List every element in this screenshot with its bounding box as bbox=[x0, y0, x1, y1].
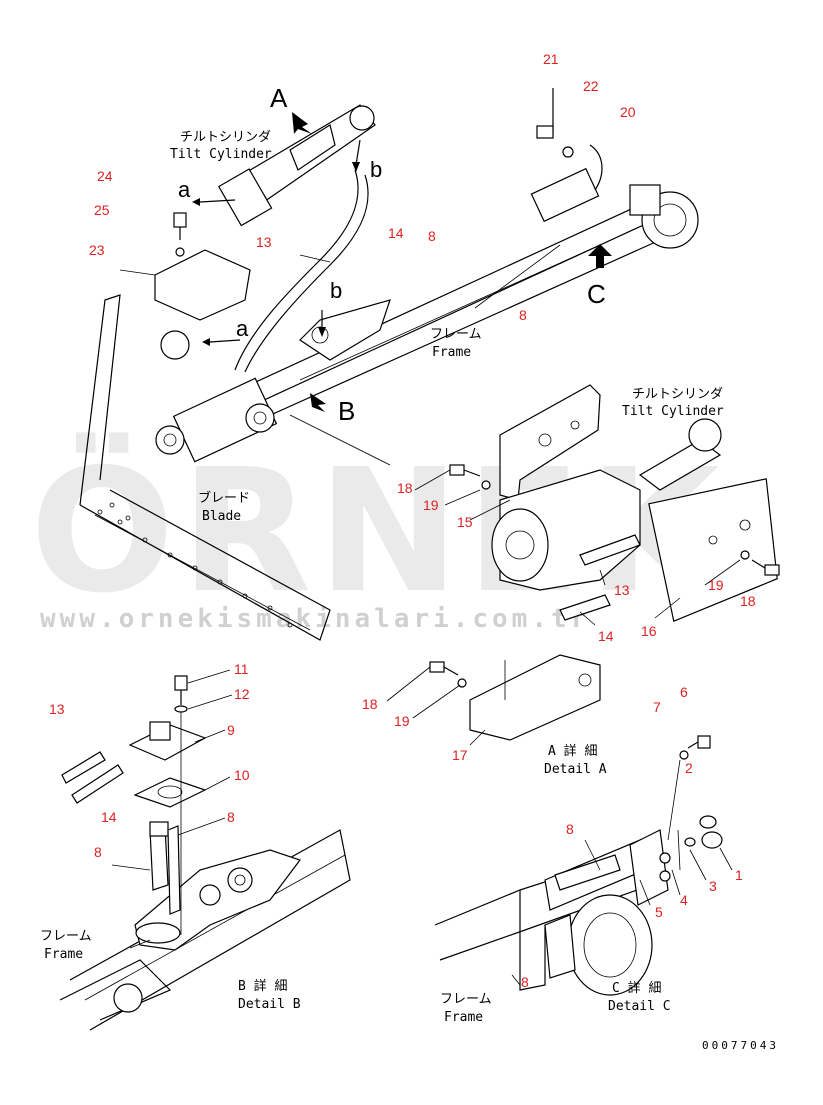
label-tilt-cylinder-en-1: Tilt Cylinder bbox=[170, 147, 272, 162]
part-number-8: 8 bbox=[94, 844, 102, 860]
arrow-b-icon bbox=[310, 393, 326, 412]
part-number-8: 8 bbox=[227, 809, 235, 825]
label-frame-jp-1: フレーム bbox=[430, 327, 482, 342]
part-number-16: 16 bbox=[641, 623, 657, 639]
part-number-19: 19 bbox=[423, 497, 439, 513]
part-number-6: 6 bbox=[680, 684, 688, 700]
part-number-8: 8 bbox=[519, 307, 527, 323]
part-number-8: 8 bbox=[428, 228, 436, 244]
part-number-15: 15 bbox=[457, 514, 473, 530]
label-detail-a-jp: A 詳 細 bbox=[548, 743, 597, 759]
label-tilt-cylinder-en-2: Tilt Cylinder bbox=[622, 404, 724, 419]
part-number-23: 23 bbox=[89, 242, 105, 258]
part-number-18: 18 bbox=[397, 480, 413, 496]
label-blade-jp: ブレード bbox=[198, 490, 250, 506]
part-number-13: 13 bbox=[256, 234, 272, 250]
label-blade-en: Blade bbox=[202, 509, 241, 524]
arrow-letter-b-2: b bbox=[330, 278, 342, 303]
arrow-letter-a-2: a bbox=[236, 316, 249, 341]
detail-c bbox=[434, 735, 733, 996]
part-number-7: 7 bbox=[653, 699, 661, 715]
part-number-13: 13 bbox=[614, 582, 630, 598]
arrow-a-icon bbox=[292, 112, 312, 134]
label-frame-en-3: Frame bbox=[444, 1010, 483, 1025]
part-number-8: 8 bbox=[566, 821, 574, 837]
part-number-14: 14 bbox=[598, 628, 614, 644]
label-detail-c-en: Detail C bbox=[608, 999, 671, 1014]
label-detail-b-en: Detail B bbox=[238, 997, 301, 1012]
drawing-code: 00077043 bbox=[702, 1039, 779, 1052]
label-detail-c-jp: C 詳 細 bbox=[612, 980, 661, 996]
view-letter-b: B bbox=[338, 396, 355, 426]
arrow-c-icon bbox=[588, 244, 612, 268]
part-number-14: 14 bbox=[388, 225, 404, 241]
part-number-20: 20 bbox=[620, 104, 636, 120]
arrow-letter-b-1: b bbox=[370, 157, 382, 182]
part-number-18: 18 bbox=[740, 593, 756, 609]
part-number-21: 21 bbox=[543, 51, 559, 67]
label-frame-en-2: Frame bbox=[44, 947, 83, 962]
part-number-18: 18 bbox=[362, 696, 378, 712]
blade-holes bbox=[97, 502, 293, 628]
part-number-17: 17 bbox=[452, 747, 468, 763]
label-tilt-cylinder-jp-2: チルトシリンダ bbox=[632, 387, 723, 402]
label-tilt-cylinder-jp-1: チルトシリンダ bbox=[180, 130, 271, 145]
part-number-8: 8 bbox=[521, 974, 529, 990]
part-number-5: 5 bbox=[655, 904, 663, 920]
label-detail-b-jp: B 詳 細 bbox=[238, 978, 287, 994]
part-number-1: 1 bbox=[735, 867, 743, 883]
part-number-3: 3 bbox=[709, 878, 717, 894]
watermark-url: www.ornekismakinalari.com.tr bbox=[40, 604, 590, 634]
part-number-13: 13 bbox=[49, 701, 65, 717]
part-number-10: 10 bbox=[234, 767, 250, 783]
detail-a bbox=[386, 384, 780, 746]
part-number-22: 22 bbox=[583, 78, 599, 94]
label-frame-en-1: Frame bbox=[432, 345, 471, 360]
label-detail-a-en: Detail A bbox=[544, 762, 607, 777]
label-frame-jp-3: フレーム bbox=[440, 992, 492, 1007]
part-number-25: 25 bbox=[94, 202, 110, 218]
view-letter-c: C bbox=[587, 279, 606, 309]
main-assembly bbox=[79, 88, 699, 641]
part-number-19: 19 bbox=[394, 713, 410, 729]
part-number-2: 2 bbox=[685, 760, 693, 776]
detail-b bbox=[59, 669, 351, 1031]
arrow-letter-a-1: a bbox=[178, 177, 191, 202]
part-number-12: 12 bbox=[234, 686, 250, 702]
label-frame-jp-2: フレーム bbox=[40, 929, 92, 944]
part-number-9: 9 bbox=[227, 722, 235, 738]
view-arrows bbox=[192, 112, 612, 412]
part-number-11: 11 bbox=[234, 661, 249, 677]
part-number-19: 19 bbox=[708, 577, 724, 593]
part-number-14: 14 bbox=[101, 809, 117, 825]
part-number-24: 24 bbox=[97, 168, 113, 184]
view-letter-a: A bbox=[270, 83, 288, 113]
part-number-4: 4 bbox=[680, 892, 688, 908]
